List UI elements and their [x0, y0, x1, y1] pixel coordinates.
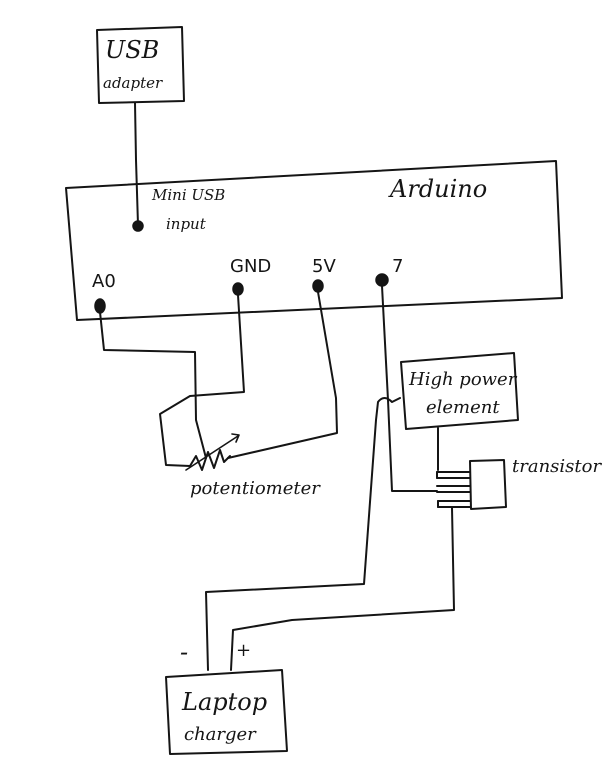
- mini-usb-port: [132, 220, 144, 232]
- potentiometer-arrow-line: [185, 435, 239, 471]
- transistor-leg-bottom: [437, 500, 471, 508]
- charger-plus-label: +: [236, 640, 251, 661]
- laptop-charger-box: [165, 669, 288, 755]
- arduino-board-outline: [65, 160, 563, 321]
- transistor-label: transistor: [512, 456, 602, 477]
- usb-adapter-label-line1: USB: [105, 36, 159, 64]
- high-power-label-line2: element: [426, 397, 500, 418]
- pin-label-gnd: GND: [230, 256, 271, 277]
- transistor-leg-middle: [436, 485, 471, 493]
- pin-label-5v: 5V: [312, 256, 336, 277]
- pin-7: [375, 273, 389, 287]
- mini-usb-label-line2: input: [166, 215, 207, 233]
- transistor-leg-top: [436, 471, 471, 479]
- transistor-body: [469, 459, 507, 510]
- potentiometer-arrow-head: [231, 433, 240, 443]
- wire-pin7: [381, 285, 438, 492]
- wire-gnd: [159, 294, 245, 467]
- pin-a0: [94, 298, 106, 314]
- pin-5v: [312, 279, 324, 293]
- pin-label-7: 7: [392, 256, 403, 277]
- wire-a0: [99, 311, 207, 459]
- transistor: [436, 459, 507, 510]
- high-power-element-box: [400, 352, 519, 430]
- usb-adapter-label-line2: adapter: [103, 74, 163, 92]
- potentiometer-label: potentiometer: [190, 478, 321, 499]
- high-power-element: High power element: [400, 352, 519, 430]
- usb-adapter: USB adapter: [96, 26, 185, 104]
- usb-adapter-box: [96, 26, 185, 104]
- arduino-title: Arduino: [388, 175, 487, 203]
- high-power-label-line1: High power: [408, 369, 518, 390]
- wire-5v: [227, 291, 338, 459]
- arduino-board: Arduino Mini USB input: [65, 160, 563, 321]
- wire-charger-minus: [205, 397, 401, 671]
- mini-usb-label-line1: Mini USB: [151, 186, 225, 204]
- transistor-leg-ends: [436, 471, 439, 508]
- wire-charger-plus: [230, 507, 455, 671]
- pin-label-a0: A0: [92, 271, 116, 292]
- laptop-charger: Laptop charger - +: [165, 638, 288, 755]
- potentiometer-symbol: [185, 433, 240, 471]
- pin-gnd: [232, 282, 244, 296]
- charger-minus-label: -: [180, 638, 188, 666]
- usb-cable: [134, 102, 139, 226]
- laptop-charger-label-line1: Laptop: [181, 688, 267, 716]
- laptop-charger-label-line2: charger: [184, 724, 257, 745]
- potentiometer-zigzag: [189, 449, 231, 471]
